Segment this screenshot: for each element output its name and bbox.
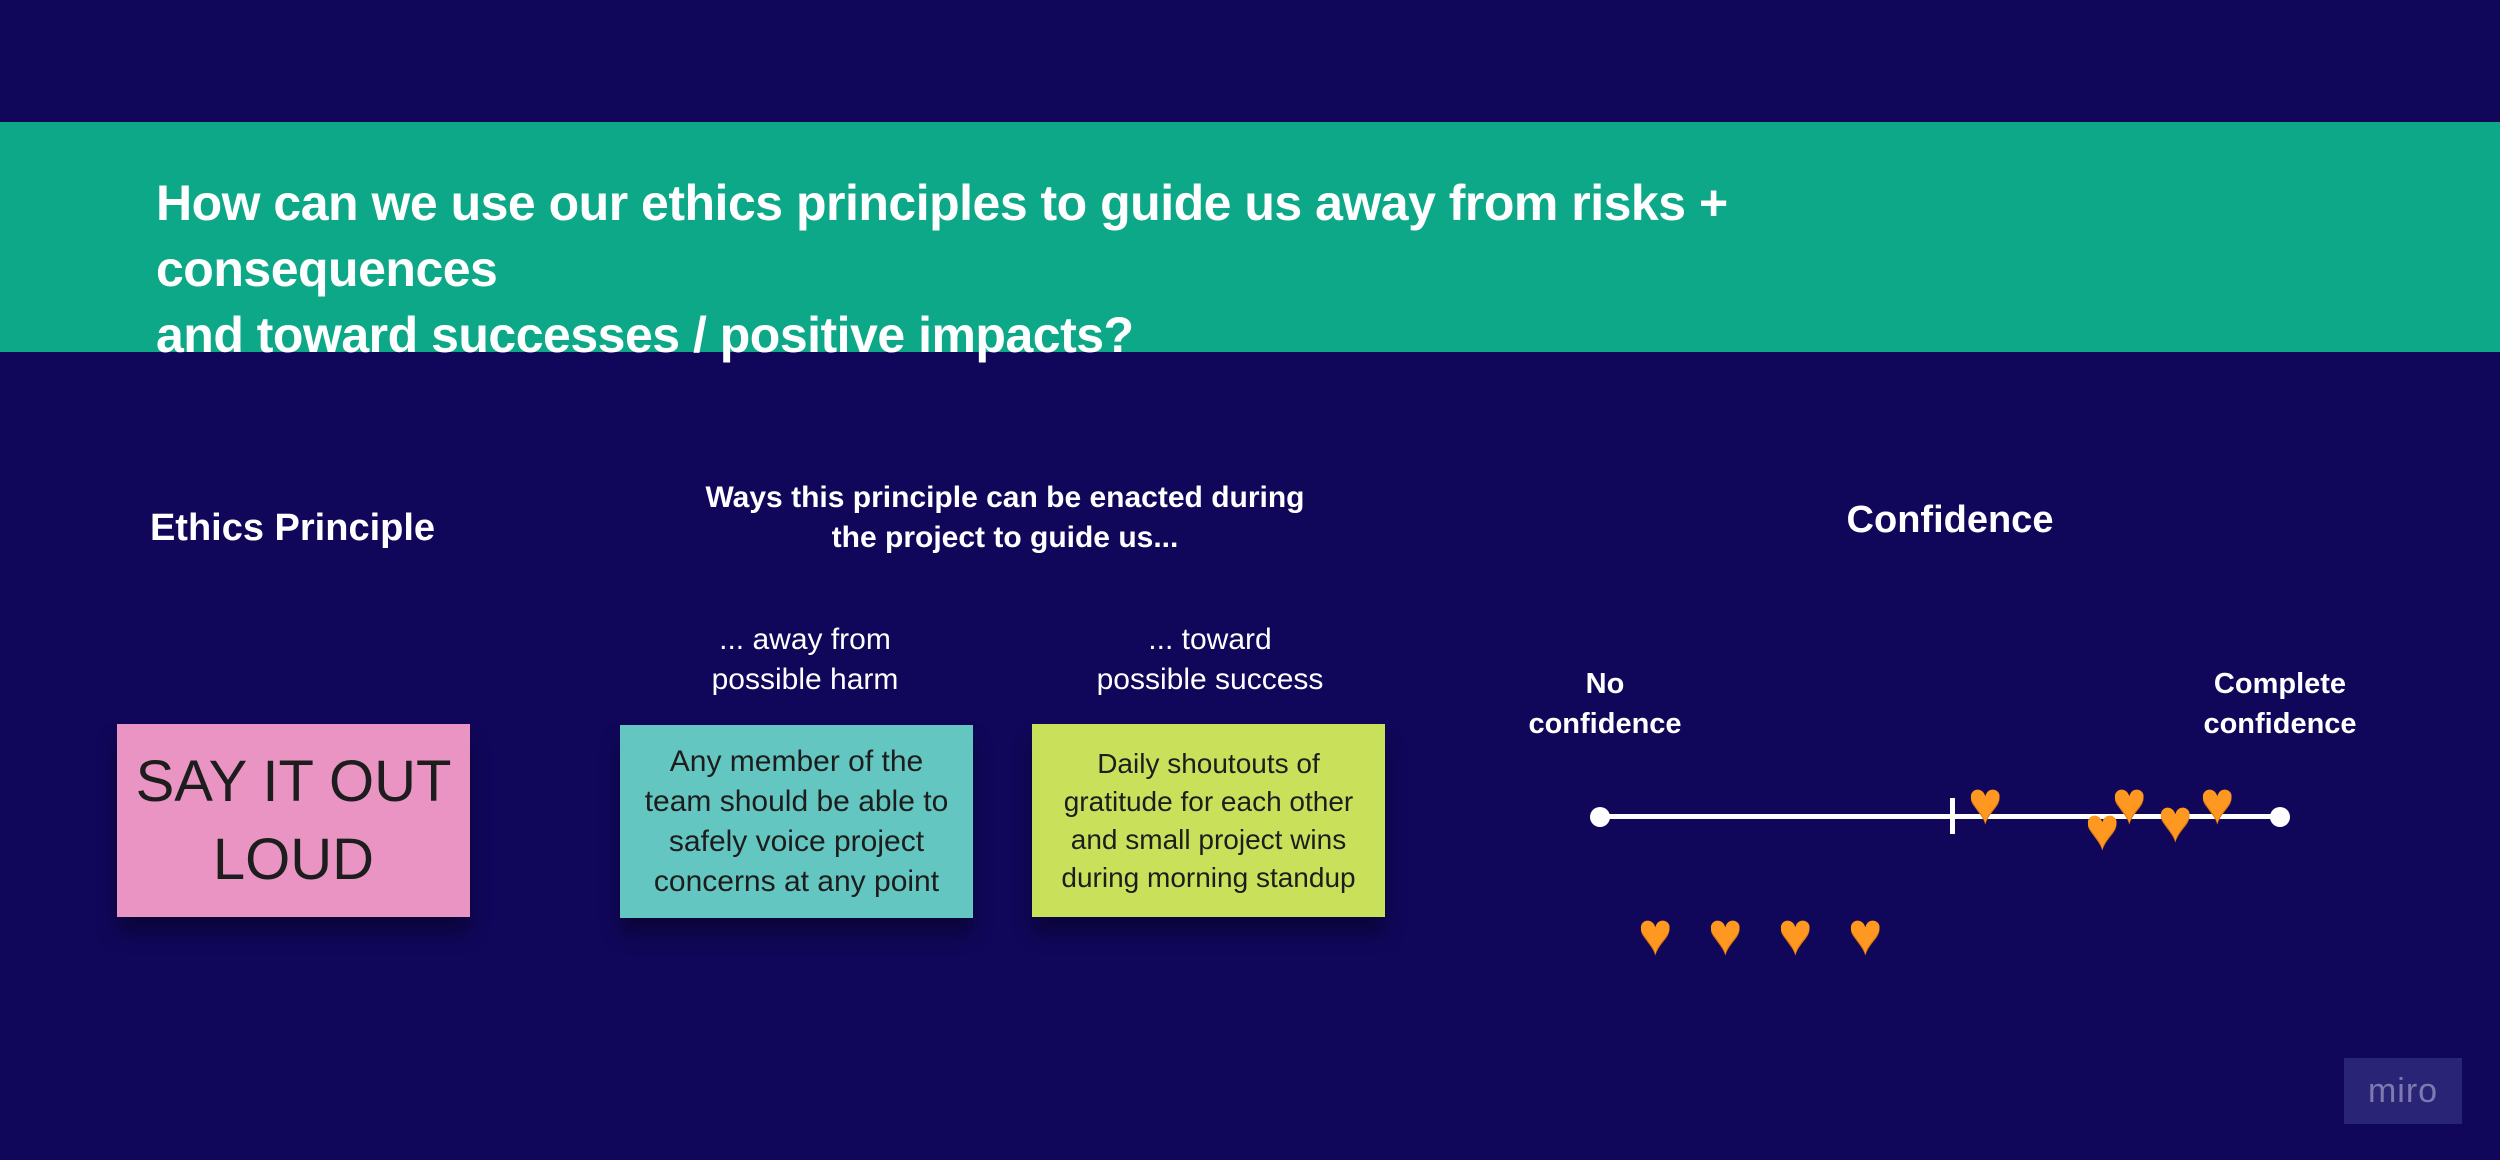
scale-end-dot (2270, 807, 2290, 827)
heart-icon[interactable]: ♥ (1848, 901, 1883, 966)
heart-icon[interactable]: ♥ (1778, 901, 1813, 966)
scale-line (1600, 814, 2280, 819)
sticky-note-principle[interactable]: SAY IT OUT LOUD (117, 724, 470, 917)
confidence-heading: Confidence (1846, 499, 2054, 541)
heart-icon[interactable]: ♥ (1638, 901, 1673, 966)
heart-icon[interactable]: ♥ (2200, 770, 2235, 835)
sticky-note-away[interactable]: Any member of the team should be able to… (620, 725, 973, 918)
scale-start-dot (1590, 807, 1610, 827)
ethics-principle-heading: Ethics Principle (149, 507, 436, 549)
toward-success-label: ... toward possible success (1096, 623, 1324, 696)
banner-title: How can we use our ethics principles to … (156, 175, 1728, 363)
ways-heading: Ways this principle can be enacted durin… (705, 481, 1305, 554)
heart-icon[interactable]: ♥ (2112, 770, 2147, 835)
away-from-harm-label: ... away from possible harm (711, 623, 899, 696)
scale-midpoint-tick (1950, 798, 1955, 834)
miro-watermark: miro (2344, 1058, 2462, 1124)
title-banner: How can we use our ethics principles to … (0, 122, 2500, 363)
sticky-note-away-text: Any member of the team should be able to… (644, 744, 949, 898)
confidence-scale (1590, 790, 2290, 850)
sticky-note-toward-text: Daily shoutouts of gratitude for each ot… (1061, 747, 1356, 893)
heart-icon[interactable]: ♥ (2158, 788, 2193, 853)
heart-icon[interactable]: ♥ (2085, 796, 2120, 861)
heart-icon[interactable]: ♥ (1968, 770, 2003, 835)
sticky-note-principle-text: SAY IT OUT LOUD (135, 748, 452, 892)
sticky-note-toward[interactable]: Daily shoutouts of gratitude for each ot… (1032, 724, 1385, 917)
no-confidence-label: No confidence (1528, 668, 1682, 740)
complete-confidence-label: Complete confidence (2203, 668, 2357, 740)
heart-icon[interactable]: ♥ (1708, 901, 1743, 966)
